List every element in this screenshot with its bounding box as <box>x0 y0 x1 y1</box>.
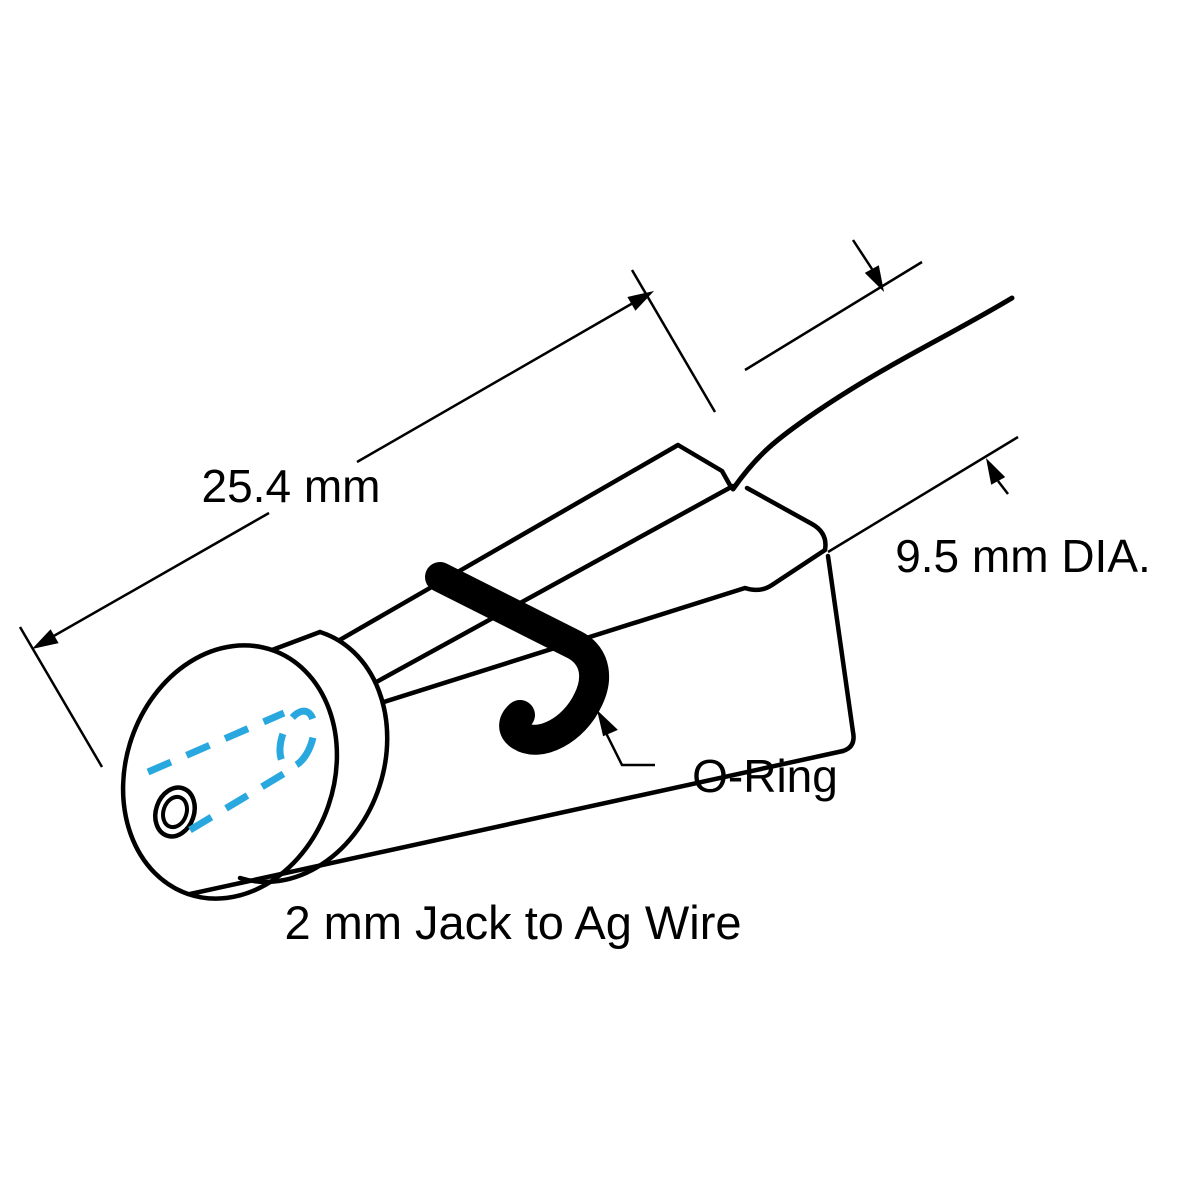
body-flat-far-edge <box>302 442 681 663</box>
jack-hole-inner-ring <box>161 794 189 830</box>
length-extension-line-left <box>18 626 104 768</box>
bottom-silhouette-line <box>187 748 846 897</box>
diameter-arrowhead-lower <box>986 458 1006 485</box>
body-group <box>302 442 856 754</box>
diameter-leader-upper <box>851 239 874 270</box>
length-dimension-line-right <box>356 301 634 464</box>
oring-leader-line <box>604 732 655 767</box>
hidden-bore-group <box>146 707 318 834</box>
body-flat-near-edge <box>337 483 736 705</box>
caption-label: 2 mm Jack to Ag Wire <box>284 896 741 949</box>
length-dimension-label: 25.4 mm <box>202 460 381 512</box>
length-arrowhead-left <box>32 629 59 649</box>
diameter-extension-line-upper <box>744 260 923 372</box>
body-end-cap <box>349 485 828 715</box>
barrel-top-edge <box>269 629 323 653</box>
diameter-arrowhead-upper <box>864 265 884 292</box>
diameter-extension-line-lower <box>827 435 1019 554</box>
oring-label: O-Ring <box>692 750 838 802</box>
jack-hole-outer-ring <box>153 785 197 839</box>
length-dimension-line-left <box>51 511 270 639</box>
diameter-dimension-group <box>744 239 1019 554</box>
cylinder-end-edge <box>825 553 856 754</box>
o-ring-band <box>425 562 609 755</box>
bore-dashed-line-upper <box>146 709 286 776</box>
length-arrowhead-right <box>627 291 654 311</box>
ag-wire <box>730 295 1015 492</box>
bore-dashed-line-lower <box>188 766 292 834</box>
diameter-leader-lower <box>997 480 1009 495</box>
diameter-dimension-label: 9.5 mm DIA. <box>895 530 1151 582</box>
body-end-edge-left-of-notch <box>675 442 734 490</box>
oring-leader-arrowhead <box>597 710 618 737</box>
bore-end-dashed-ellipse <box>276 707 318 771</box>
barrel-end-rim <box>237 629 390 885</box>
